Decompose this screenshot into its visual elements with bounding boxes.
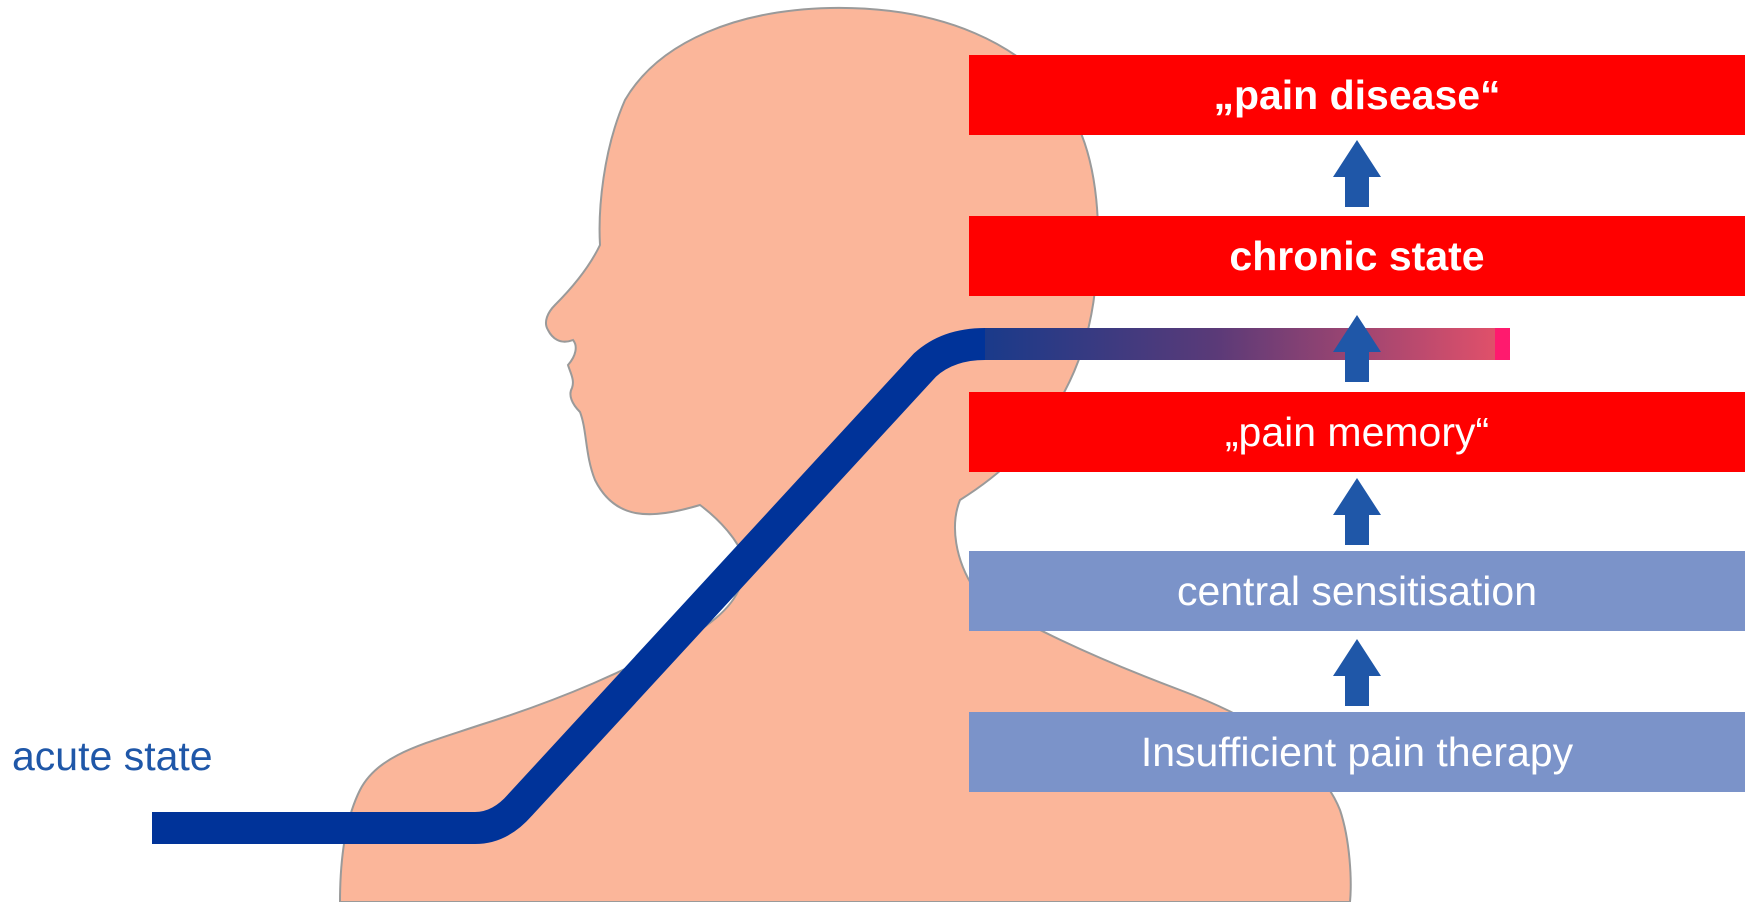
up-arrow-icon	[1333, 140, 1381, 207]
chronic-state-box: chronic state	[969, 216, 1745, 296]
insufficient-pain-therapy-box: Insufficient pain therapy	[969, 712, 1745, 792]
pain-disease-label: „pain disease“	[1213, 72, 1500, 119]
central-sensitisation-label: central sensitisation	[1177, 568, 1537, 615]
chronic-state-label: chronic state	[1229, 233, 1484, 280]
central-sensitisation-box: central sensitisation	[969, 551, 1745, 631]
pain-disease-box: „pain disease“	[969, 55, 1745, 135]
pain-memory-box: „pain memory“	[969, 392, 1745, 472]
pain-memory-label: „pain memory“	[1225, 409, 1489, 456]
acute-state-label: acute state	[12, 733, 213, 780]
insufficient-pain-therapy-label: Insufficient pain therapy	[1141, 729, 1573, 776]
progression-fade	[985, 328, 1495, 360]
up-arrow-icon	[1333, 639, 1381, 706]
up-arrow-icon	[1333, 478, 1381, 545]
up-arrow-icon	[1333, 315, 1381, 382]
progression-tip	[1495, 328, 1510, 360]
